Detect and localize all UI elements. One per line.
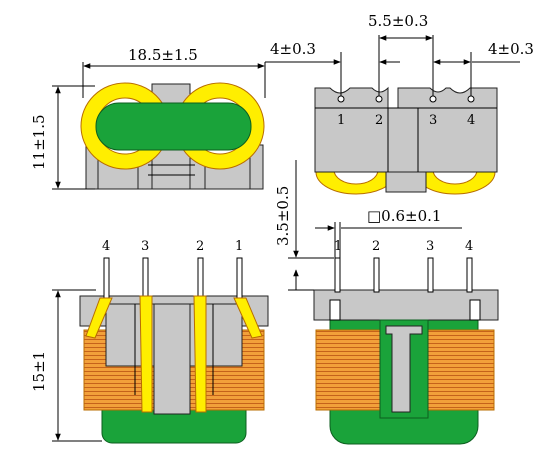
side-view: 1 2 3 4 [313, 239, 499, 445]
dim-body-height-label: 15±1 [30, 351, 48, 392]
pin-label: 1 [235, 239, 243, 254]
wire-lead [85, 297, 113, 339]
dim-width-label: 18.5±1.5 [128, 46, 198, 64]
dim-height-top: 11±1.5 [30, 85, 95, 190]
pin-hole [337, 95, 345, 103]
bobbin-center [153, 303, 191, 415]
top-view-right: 1 2 3 4 [314, 86, 498, 195]
dim-pin-square: □0.6±0.1 [315, 207, 462, 258]
pin [466, 257, 473, 293]
pin-label: 2 [375, 113, 383, 128]
bobbin-spindle [385, 325, 423, 413]
pin-label: 1 [334, 239, 342, 254]
wire-lead [193, 295, 207, 413]
pin [236, 257, 243, 299]
base-plate [314, 86, 498, 173]
pin-label: 4 [102, 239, 110, 254]
pin-hole [375, 95, 383, 103]
dim-standoff: 3.5±0.5 [274, 160, 334, 291]
dim-pin-spacing: 4±0.3 5.5±0.3 4±0.3 [265, 12, 534, 96]
pin [373, 257, 380, 293]
front-view: 4 3 2 1 [79, 239, 269, 444]
pin-label: 2 [196, 239, 204, 254]
pin-label: 2 [372, 239, 380, 254]
dim-standoff-label: 3.5±0.5 [274, 186, 292, 246]
pin [103, 257, 110, 299]
pin-hole [429, 95, 437, 103]
pin-label: 4 [465, 239, 473, 254]
dim-height-top-label: 11±1.5 [30, 114, 48, 170]
pin [197, 257, 204, 299]
pin-label: 4 [467, 113, 475, 128]
pin [334, 257, 341, 293]
dim-body-height: 15±1 [30, 289, 102, 442]
dim-width: 18.5±1.5 [82, 46, 266, 98]
pin [142, 257, 149, 299]
pin-label: 1 [337, 113, 345, 128]
dim-pin-gap-right: 4±0.3 [488, 40, 534, 58]
pin-label: 3 [141, 239, 149, 254]
pin-label: 3 [426, 239, 434, 254]
dim-pin-pitch: 5.5±0.3 [368, 12, 428, 30]
bobbin-foot [385, 169, 427, 193]
dim-pin-square-label: □0.6±0.1 [367, 207, 441, 225]
dim-pin-gap-left: 4±0.3 [270, 40, 316, 58]
wire-lead [233, 297, 263, 339]
wire-lead [139, 295, 153, 413]
toroid-core [95, 102, 252, 151]
bobbin-top [313, 289, 499, 321]
pin [427, 257, 434, 293]
pin-hole [467, 95, 475, 103]
pin-label: 3 [429, 113, 437, 128]
top-view-left [80, 82, 265, 190]
